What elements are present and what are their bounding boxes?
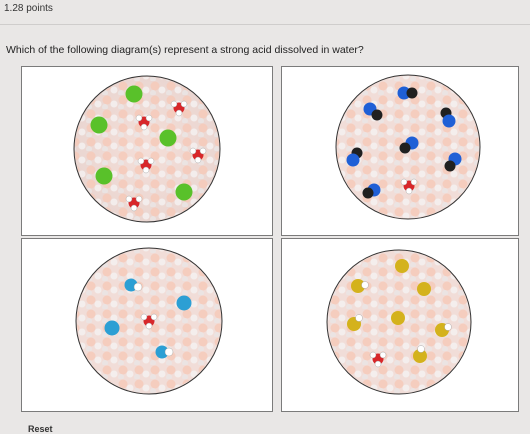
hydronium-ion (137, 157, 155, 174)
hydrosulfide-ion (391, 311, 405, 325)
hydrosulfide-ion (413, 345, 427, 363)
hydronium-ion (125, 195, 143, 212)
option-a-diagram (73, 75, 221, 223)
hydronium-ion (400, 178, 418, 195)
cyanide-ion (362, 183, 381, 199)
option-c-card[interactable] (21, 238, 273, 412)
header-divider (0, 24, 530, 25)
option-d-diagram (326, 249, 472, 395)
fluoride-ion (176, 295, 192, 311)
hydronium-ion (135, 114, 153, 131)
hydrosulfide-ion (347, 314, 363, 331)
chloride-ion (90, 116, 108, 134)
hydronium-ion (189, 147, 207, 164)
question-text: Which of the following diagram(s) repres… (6, 44, 364, 56)
hydrosulfide-ion (351, 279, 369, 293)
cyanide-ion (346, 147, 363, 167)
cyanide-ion (440, 107, 456, 128)
hydronium-ion (170, 100, 188, 117)
fluoride-ion (155, 345, 174, 359)
option-c-diagram (75, 247, 223, 395)
points-label: 1.28 points (4, 3, 53, 14)
option-b-diagram (335, 74, 481, 220)
cyanide-ion (399, 136, 419, 154)
hydronium-ion (140, 313, 158, 330)
cyanide-ion (363, 102, 383, 121)
fluoride-ion (124, 278, 143, 292)
cyanide-ion (444, 152, 462, 172)
chloride-ion (175, 183, 193, 201)
reset-link[interactable]: Reset (28, 424, 53, 434)
hydrosulfide-ion (435, 323, 452, 337)
option-d-card[interactable] (281, 238, 519, 412)
chloride-ion (125, 85, 143, 103)
hydrosulfide-ion (395, 259, 409, 273)
chloride-ion (159, 129, 177, 147)
hydrosulfide-ion (417, 282, 431, 296)
chloride-ion (95, 167, 113, 185)
hydronium-ion (369, 351, 387, 368)
fluoride-ion (104, 320, 120, 336)
option-b-card[interactable] (281, 66, 519, 236)
option-a-card[interactable] (21, 66, 273, 236)
cyanide-ion (397, 86, 418, 100)
